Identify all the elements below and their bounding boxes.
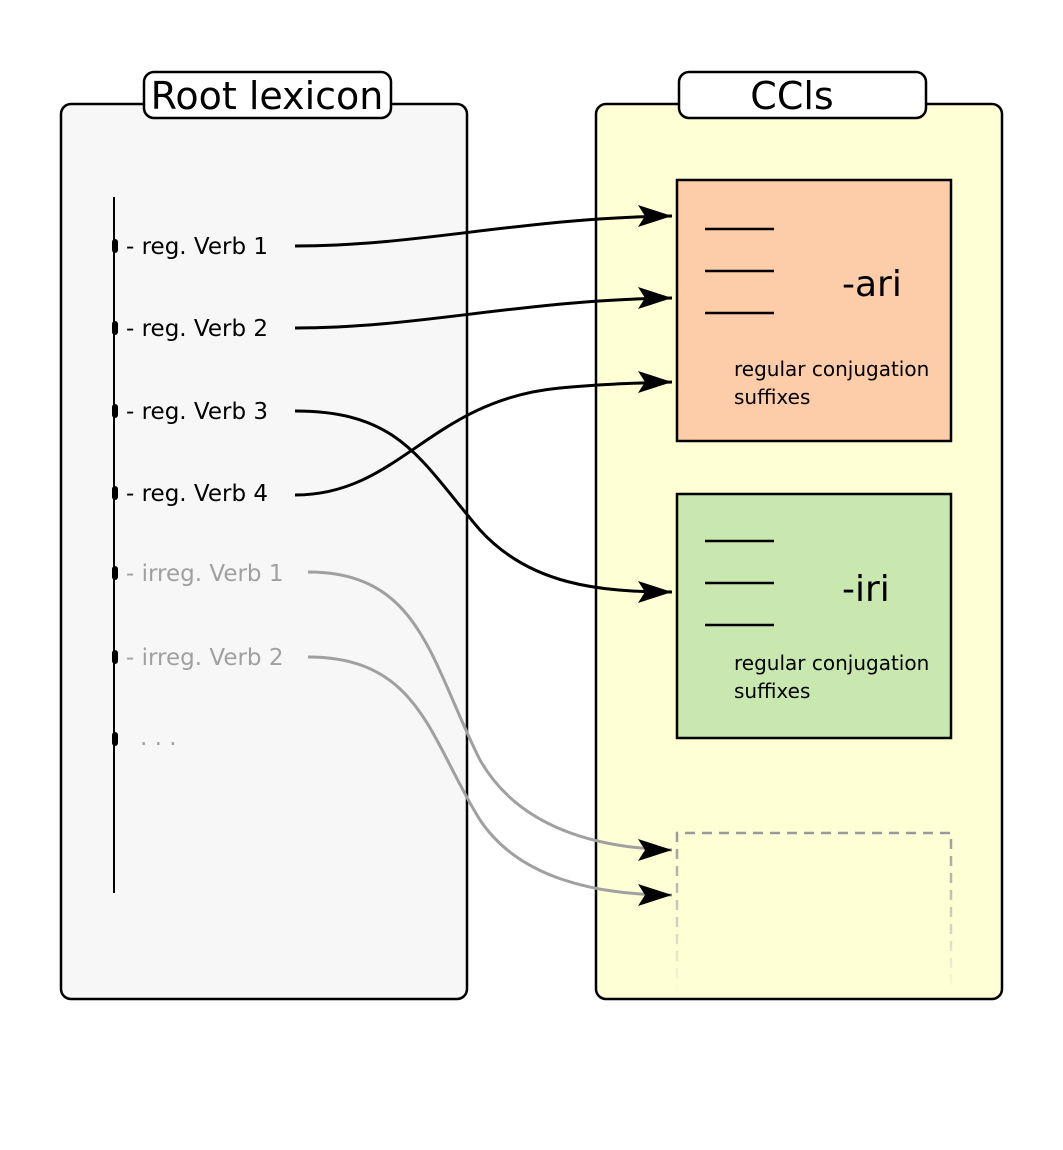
root-lexicon-title: Root lexicon	[151, 74, 384, 118]
arrow-head-irreg-verb-2	[638, 884, 672, 906]
arrow-reg-verb-4	[294, 380, 673, 497]
ccl-iri-description-line-2: suffixes	[734, 679, 810, 703]
mapping-arrows	[294, 205, 673, 906]
arrow-irreg-verb-2	[307, 655, 673, 897]
arrow-head-reg-verb-2	[638, 287, 672, 309]
ccl-iri-description-line-1: regular conjugation	[734, 651, 929, 675]
lexicon-entry-bullet	[112, 239, 118, 253]
arrow-reg-verb-3	[294, 409, 673, 594]
lexicon-entry-6: - irreg. Verb 2	[126, 645, 283, 671]
ccl-ari-suffix: -ari	[842, 264, 902, 305]
ccl-irregular-placeholder	[675, 831, 953, 995]
lexicon-entry-bullet	[112, 404, 118, 418]
lexicon-entry-bullet	[112, 321, 118, 335]
ccls-panel: CCls -ari regular conjugation suffixes -…	[594, 70, 1004, 1001]
arrow-head-reg-verb-4	[638, 371, 672, 393]
lexicon-entry-4: - reg. Verb 4	[126, 481, 268, 507]
ccl-ari-box	[675, 178, 953, 443]
ccl-iri: -iri regular conjugation suffixes	[675, 492, 953, 740]
lexicon-entry-bullet	[112, 486, 118, 500]
ccls-title-box	[677, 70, 928, 120]
arrow-head-irreg-verb-1	[638, 839, 672, 861]
root-lexicon-panel: Root lexicon - reg. Verb 1- reg. Verb 2-…	[59, 70, 469, 1001]
arrow-irreg-verb-1	[307, 570, 673, 852]
lexicon-entry-bullet	[112, 732, 118, 746]
ccl-ari: -ari regular conjugation suffixes	[675, 178, 953, 443]
arrow-reg-verb-2	[294, 296, 673, 330]
lexicon-entry-2: - reg. Verb 2	[126, 316, 268, 342]
arrow-head-reg-verb-1	[638, 205, 672, 227]
ccl-iri-suffix: -iri	[842, 569, 890, 610]
ccl-irregular-placeholder-box	[675, 831, 953, 995]
ccl-ari-description-line-1: regular conjugation	[734, 357, 929, 381]
arrow-head-reg-verb-3	[638, 581, 672, 603]
ccl-iri-box	[675, 492, 953, 740]
lexicon-entry-3: - reg. Verb 3	[126, 399, 268, 425]
root-lexicon-title-box	[142, 70, 393, 120]
lexicon-entry-bullet	[112, 566, 118, 580]
lexicon-entry-1: - reg. Verb 1	[126, 234, 268, 260]
ccls-title: CCls	[750, 74, 833, 118]
lexicon-entry-5: - irreg. Verb 1	[126, 561, 283, 587]
lexicon-entry-bullet	[112, 650, 118, 664]
lexicon-ellipsis: . . .	[140, 725, 177, 751]
arrow-reg-verb-1	[294, 214, 673, 248]
lexicon-entries: - reg. Verb 1 - reg. Verb 2 - reg. Verb 3 -…	[112, 234, 283, 751]
ccl-ari-description-line-2: suffixes	[734, 385, 810, 409]
